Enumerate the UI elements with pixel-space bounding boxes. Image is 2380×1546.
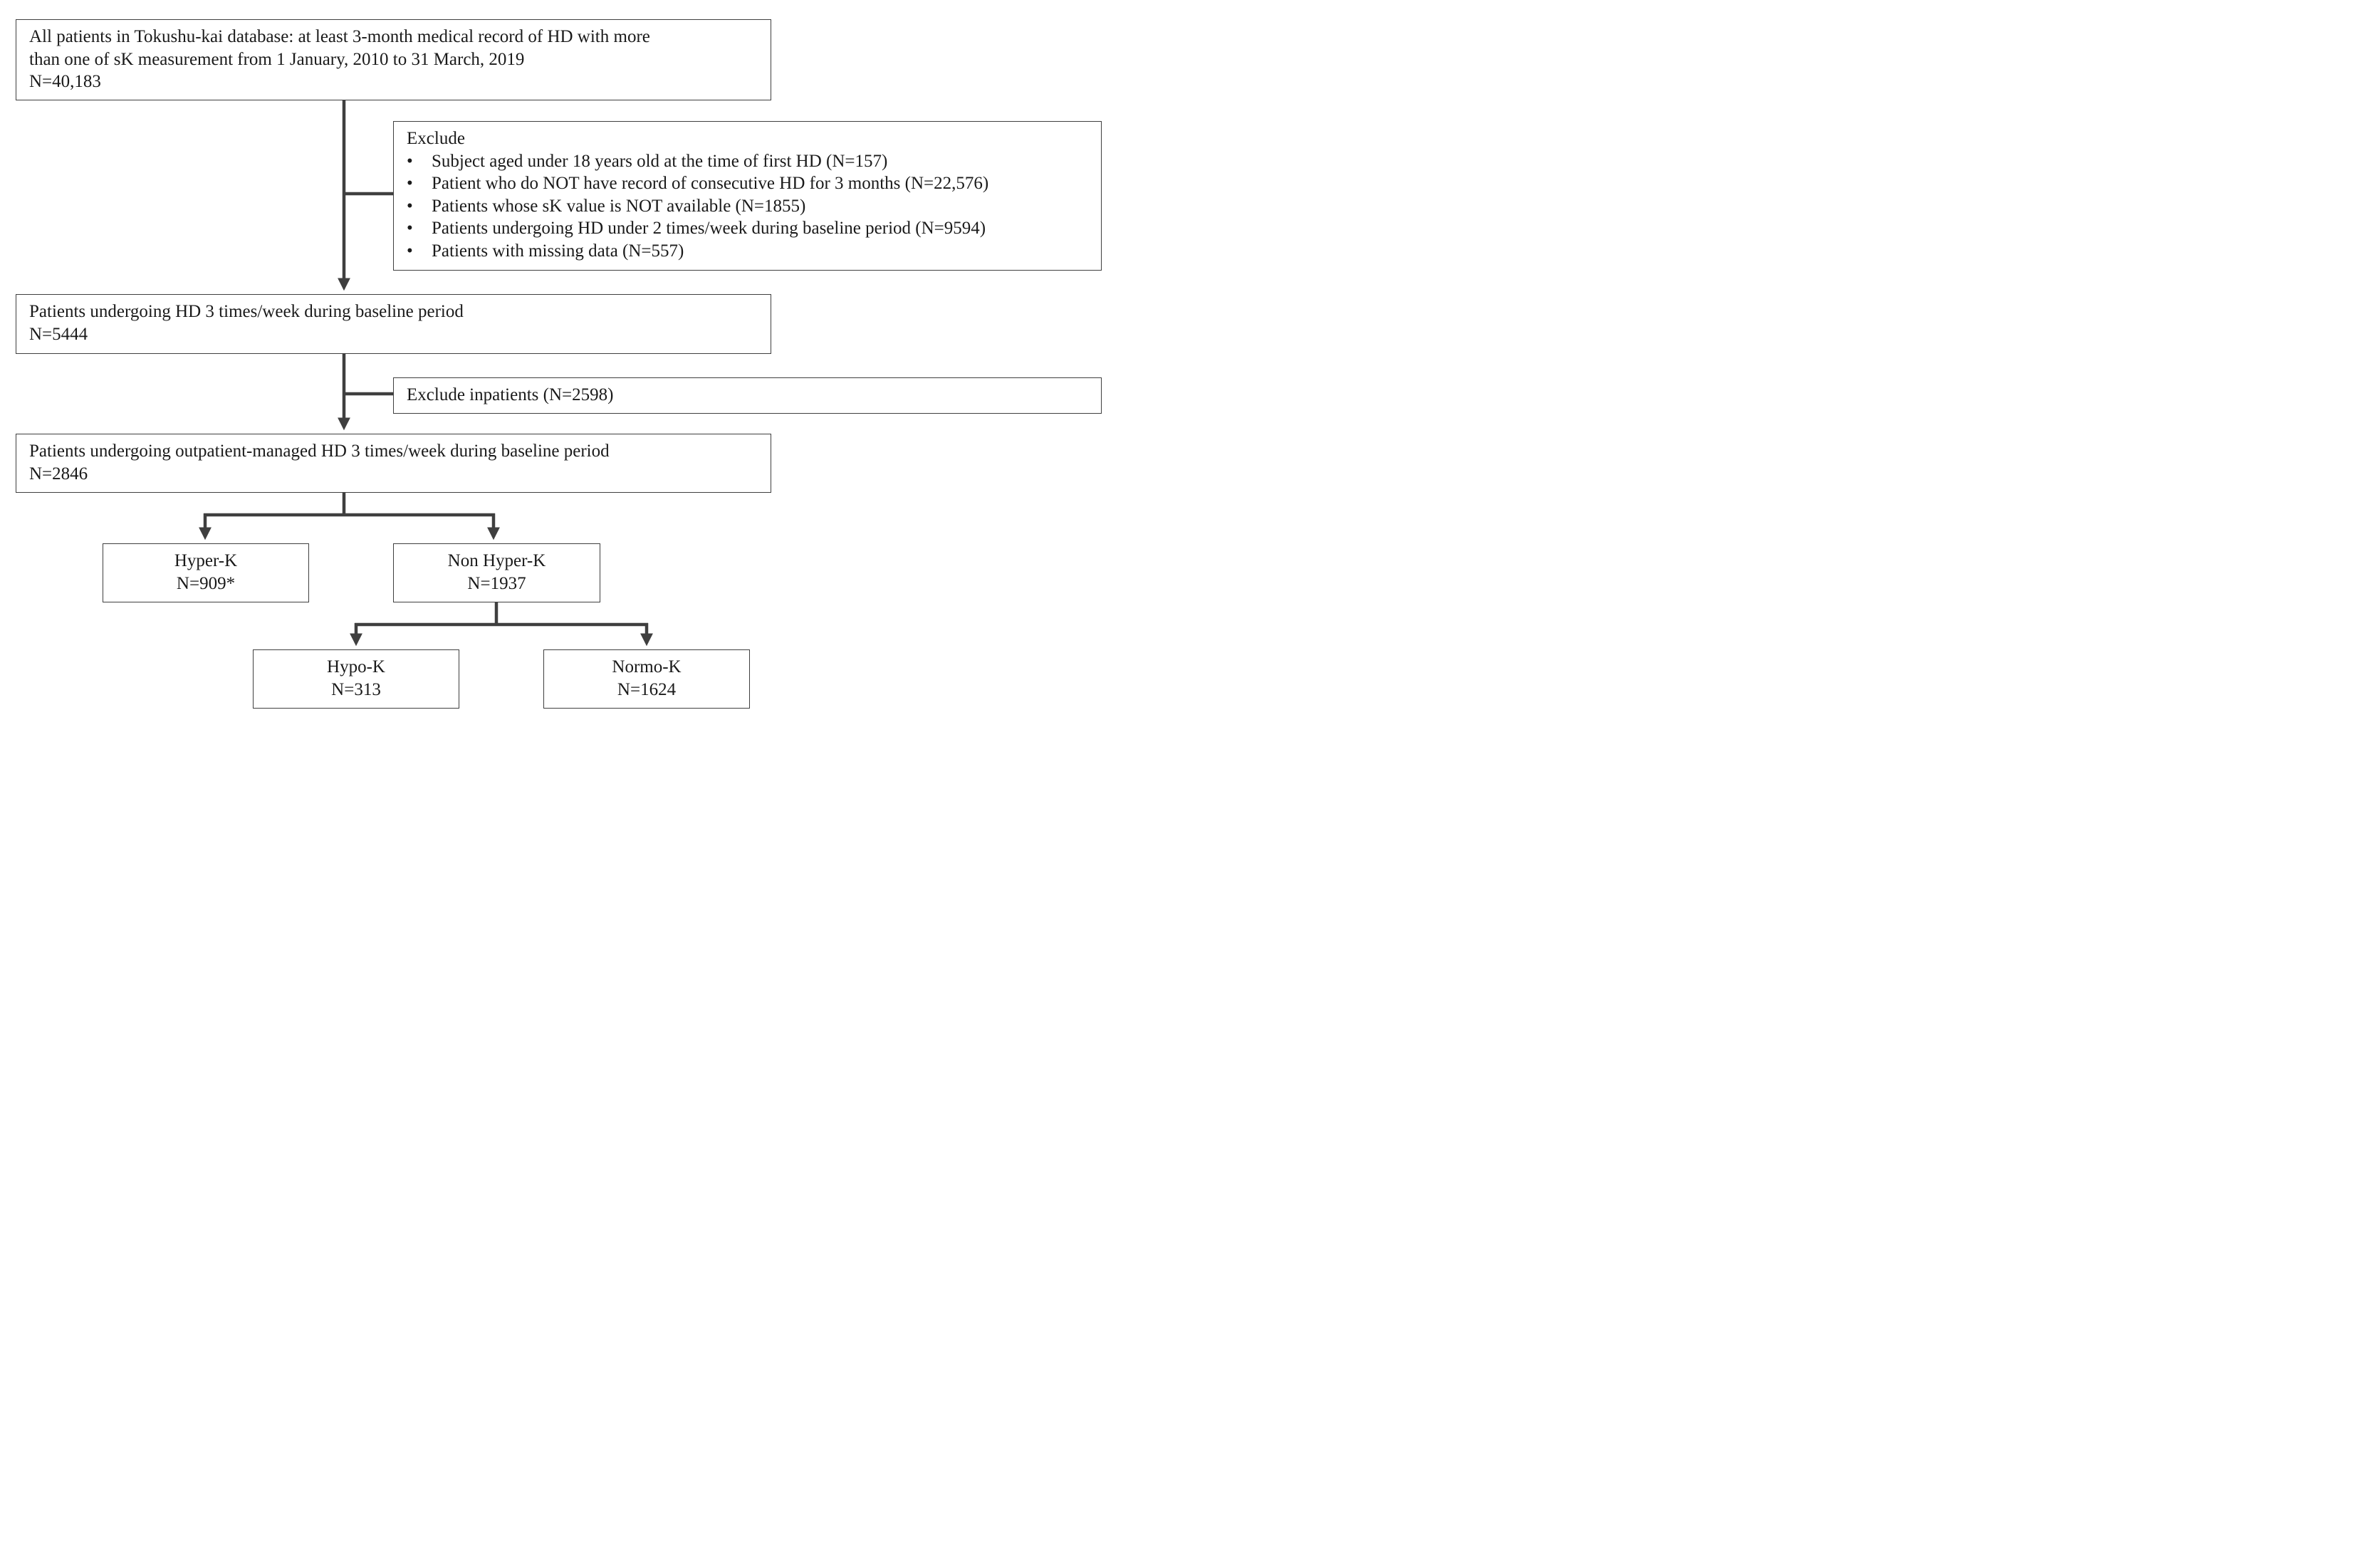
baseline-title: Patients undergoing HD 3 times/week duri… xyxy=(29,302,464,321)
exclusion-box-1: Exclude • Subject aged under 18 years old… xyxy=(393,121,1102,271)
normo-k-box: Normo-K N=1624 xyxy=(543,649,750,709)
exclusion-list: • Subject aged under 18 years old at the … xyxy=(407,150,1101,263)
all-patients-count: N=40,183 xyxy=(29,72,101,91)
exclusion-inpatients-text: Exclude inpatients (N=2598) xyxy=(407,385,614,404)
bullet-icon: • xyxy=(407,174,413,193)
non-hyper-k-count: N=1937 xyxy=(467,573,526,593)
flowchart-connectors xyxy=(199,100,653,647)
all-patients-line-2: than one of sK measurement from 1 Januar… xyxy=(29,49,525,69)
exclusion-item-text: Subject aged under 18 years old at the t… xyxy=(432,151,888,171)
exclusion-item: • Subject aged under 18 years old at the … xyxy=(407,150,1101,173)
outpatient-box: Patients undergoing outpatient-managed H… xyxy=(16,434,771,493)
outpatient-count: N=2846 xyxy=(29,464,88,484)
hyper-k-count: N=909* xyxy=(176,573,236,593)
hypo-k-label: Hypo-K xyxy=(327,657,385,677)
exclusion-item: • Patient who do NOT have record of conse… xyxy=(407,172,1101,195)
outpatient-title: Patients undergoing outpatient-managed H… xyxy=(29,442,610,461)
exclusion-item-text: Patients undergoing HD under 2 times/wee… xyxy=(432,219,986,238)
hyper-k-label: Hyper-K xyxy=(174,551,238,570)
normo-k-count: N=1624 xyxy=(617,679,677,699)
bullet-icon: • xyxy=(407,196,413,216)
exclusion-item-text: Patient who do NOT have record of consec… xyxy=(432,174,989,193)
exclusion-item-text: Patients with missing data (N=557) xyxy=(432,241,684,261)
non-hyper-k-label: Non Hyper-K xyxy=(447,551,546,570)
exclusion-item-text: Patients whose sK value is NOT available… xyxy=(432,196,806,216)
bullet-icon: • xyxy=(407,241,413,261)
hyper-k-box: Hyper-K N=909* xyxy=(103,543,309,602)
exclusion-item: • Patients with missing data (N=557) xyxy=(407,240,1101,263)
normo-k-label: Normo-K xyxy=(612,657,682,677)
bullet-icon: • xyxy=(407,219,413,238)
hypo-k-count: N=313 xyxy=(331,679,381,699)
non-hyper-k-box: Non Hyper-K N=1937 xyxy=(393,543,600,602)
exclusion-heading: Exclude xyxy=(407,129,465,148)
baseline-count: N=5444 xyxy=(29,324,88,344)
all-patients-box: All patients in Tokushu-kai database: at… xyxy=(16,19,771,100)
hypo-k-box: Hypo-K N=313 xyxy=(253,649,459,709)
exclusion-box-2: Exclude inpatients (N=2598) xyxy=(393,377,1102,414)
bullet-icon: • xyxy=(407,151,413,171)
exclusion-item: • Patients whose sK value is NOT availabl… xyxy=(407,195,1101,218)
baseline-box: Patients undergoing HD 3 times/week duri… xyxy=(16,294,771,354)
exclusion-item: • Patients undergoing HD under 2 times/we… xyxy=(407,217,1101,240)
all-patients-line-1: All patients in Tokushu-kai database: at… xyxy=(29,27,650,46)
